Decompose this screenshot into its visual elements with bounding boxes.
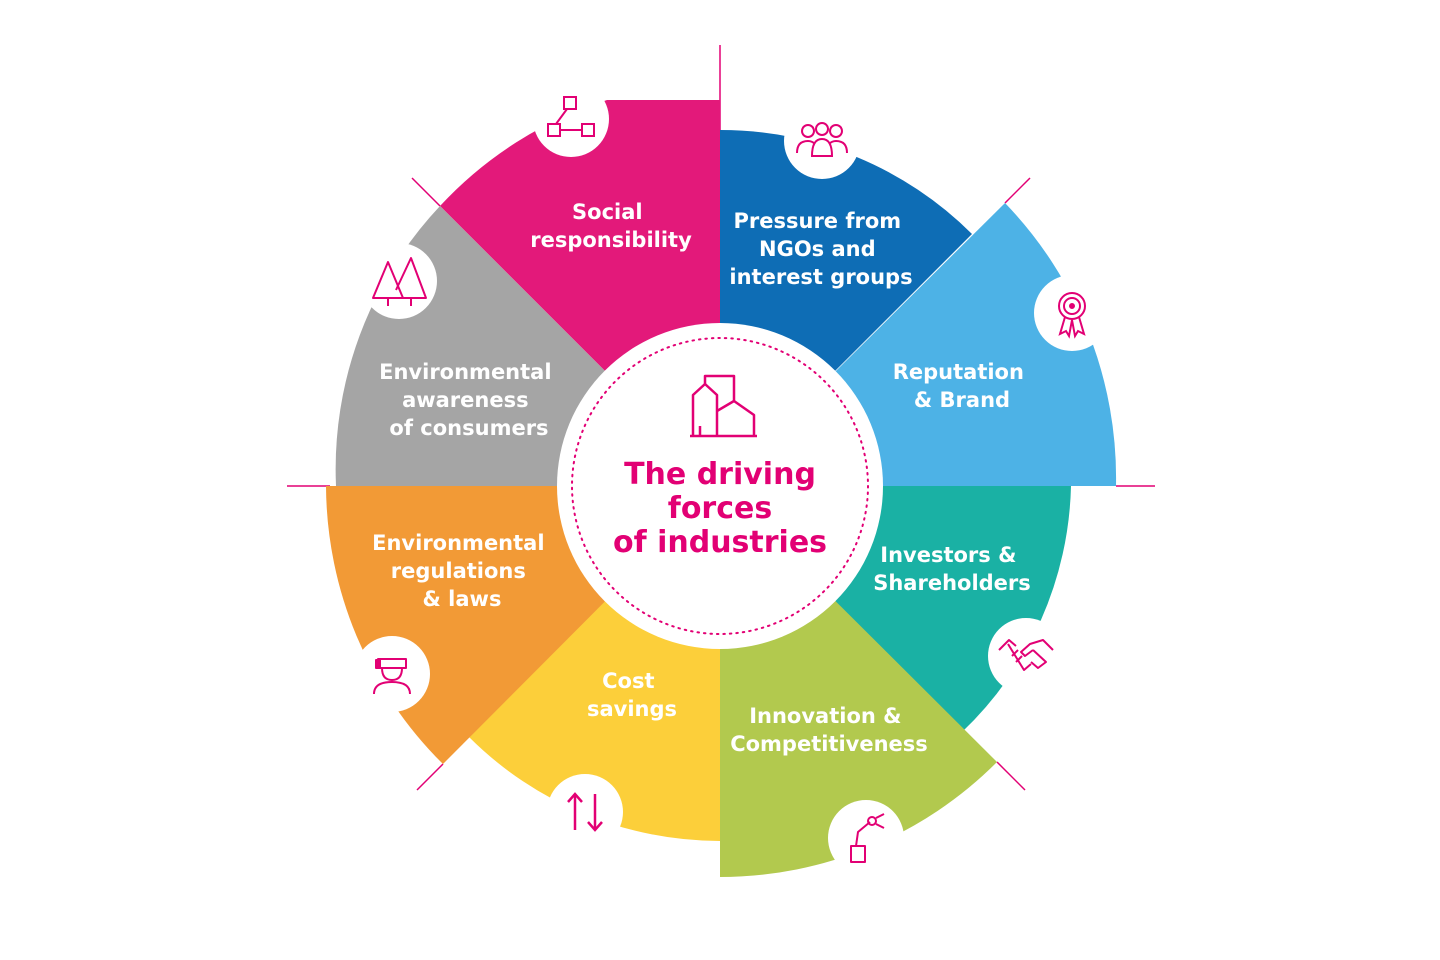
- people-group-icon: [796, 122, 848, 157]
- icon-badges: [354, 81, 1110, 876]
- trees-icon: [372, 257, 427, 306]
- label-cost-savings: Cost savings: [587, 669, 677, 721]
- label-reputation-brand: Reputation & Brand: [893, 360, 1032, 412]
- center-dotted-ring: [571, 337, 869, 635]
- label-pressure-from-ngos: Pressure from NGOs and interest groups: [729, 209, 912, 289]
- center-title-line-2: forces: [668, 491, 772, 526]
- label-innovation-competitiveness: Innovation & Competitiveness: [730, 704, 928, 756]
- label-environmental-awareness: Environmental awareness of consumers: [379, 360, 559, 440]
- robot-arm-icon: [850, 813, 885, 863]
- network-icon: [547, 96, 595, 137]
- center-circle: [557, 323, 883, 649]
- award-rosette-icon: [1058, 292, 1086, 339]
- center-title-line-1: The driving: [624, 457, 816, 492]
- up-down-arrows-icon: [567, 792, 603, 832]
- label-environmental-regulations: Environmental regulations & laws: [372, 531, 552, 611]
- label-investors-shareholders: Investors & Shareholders: [873, 543, 1031, 595]
- center-title-line-3: of industries: [613, 525, 827, 560]
- handshake-icon: [998, 639, 1054, 671]
- judge-icon: [373, 658, 411, 695]
- factory-icon: [690, 374, 757, 438]
- label-social-responsibility: Social responsibility: [530, 200, 692, 252]
